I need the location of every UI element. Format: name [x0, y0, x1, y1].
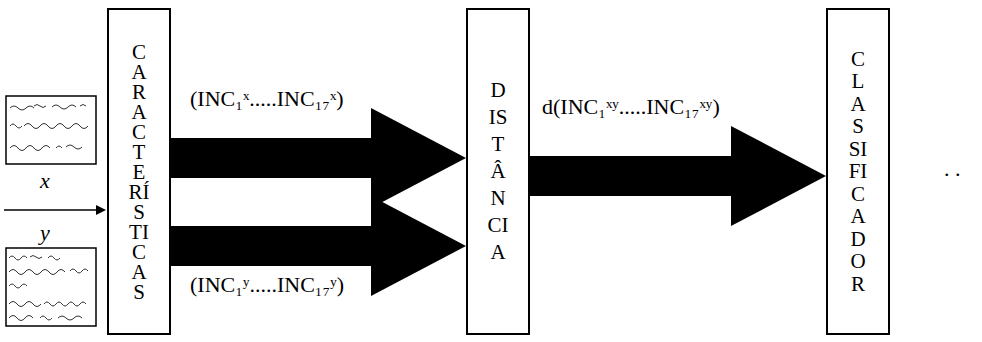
box-title: CLASSIFICADOR — [848, 48, 869, 296]
feature-vector-label: d(INC₁ˣʸ.....INC₁₇ˣʸ) — [542, 94, 720, 120]
continuation-mark: . . — [944, 156, 961, 182]
box-title: CARACTERÍSTICAS — [129, 42, 150, 302]
block-arrow — [530, 126, 826, 226]
sample-y — [6, 248, 96, 326]
sample-label: y — [40, 220, 50, 246]
process-box: CARACTERÍSTICAS — [107, 8, 171, 335]
process-box: DISTÂNCIA — [466, 8, 530, 335]
sample-label: x — [40, 168, 50, 194]
feature-vector-label: (INC₁ʸ.....INC₁₇ʸ) — [190, 272, 344, 298]
block-arrow — [171, 108, 466, 208]
sample-x — [6, 96, 96, 164]
box-title: DISTÂNCIA — [488, 77, 509, 266]
input-arrow — [4, 205, 106, 215]
feature-vector-label: (INC₁ˣ.....INC₁₇ˣ) — [190, 86, 344, 112]
process-box: CLASSIFICADOR — [826, 8, 890, 335]
